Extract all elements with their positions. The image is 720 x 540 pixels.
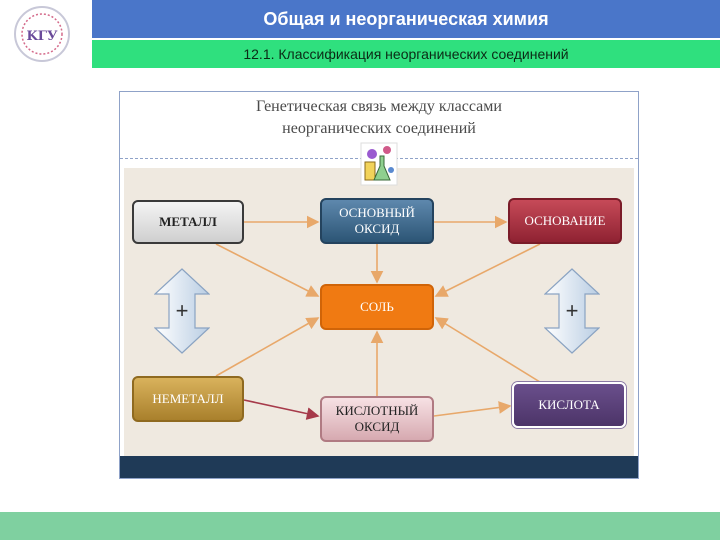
node-base: ОСНОВАНИЕ (508, 198, 622, 244)
node-acid-oxide-line1: КИСЛОТНЫЙ (335, 403, 419, 418)
node-basic-oxide: ОСНОВНЫЙ ОКСИД (320, 198, 434, 244)
node-nonmetal: НЕМЕТАЛЛ (132, 376, 244, 422)
diagram-title-line1: Генетическая связь между классами (256, 98, 502, 115)
node-acid-oxide: КИСЛОТНЫЙ ОКСИД (320, 396, 434, 442)
node-acid-label: КИСЛОТА (538, 397, 600, 412)
course-title-bar: Общая и неорганическая химия (92, 0, 720, 38)
svg-text:ΚΓУ: ΚΓУ (26, 29, 58, 44)
node-nonmetal-label: НЕМЕТАЛЛ (152, 391, 224, 406)
diagram-frame: Генетическая связь между классами неорга… (119, 91, 639, 479)
arrow-metal-to-salt (215, 243, 320, 297)
node-salt-label: СОЛЬ (360, 299, 394, 314)
double-arrow-right-icon (544, 268, 600, 354)
node-basic-oxide-line2: ОКСИД (354, 221, 400, 236)
arrow-acid-oxide-to-acid (433, 401, 512, 417)
plus-right: + (565, 298, 579, 323)
footer-bar (0, 512, 720, 540)
diagram-bottom-strip (120, 456, 638, 478)
seal-icon: ΚΓУ (14, 6, 70, 62)
section-title: 12.1. Классификация неорганических соеди… (243, 46, 569, 62)
section-title-bar: 12.1. Классификация неорганических соеди… (92, 40, 720, 68)
node-base-label: ОСНОВАНИЕ (524, 213, 606, 228)
arrow-acid-to-salt (434, 317, 541, 383)
arrow-base-to-salt (434, 243, 541, 297)
course-title: Общая и неорганическая химия (263, 8, 549, 29)
university-logo: ΚΓУ (12, 4, 72, 64)
chemistry-icon (360, 142, 398, 186)
connection-arrows (215, 215, 541, 420)
node-metal: МЕТАЛЛ (132, 200, 244, 244)
arrow-nonmetal-to-acid-oxide (243, 399, 320, 420)
double-arrow-left-icon (154, 268, 210, 354)
node-salt: СОЛЬ (320, 284, 434, 330)
diagram-title-line2: неорганических соединений (282, 120, 476, 137)
node-acid-oxide-line2: ОКСИД (354, 419, 400, 434)
diagram-title: Генетическая связь между классами неорга… (120, 96, 638, 140)
node-metal-label: МЕТАЛЛ (159, 214, 217, 229)
node-acid: КИСЛОТА (512, 382, 626, 428)
plus-left: + (175, 298, 189, 323)
node-basic-oxide-line1: ОСНОВНЫЙ (339, 205, 415, 220)
arrow-nonmetal-to-salt (215, 317, 320, 377)
